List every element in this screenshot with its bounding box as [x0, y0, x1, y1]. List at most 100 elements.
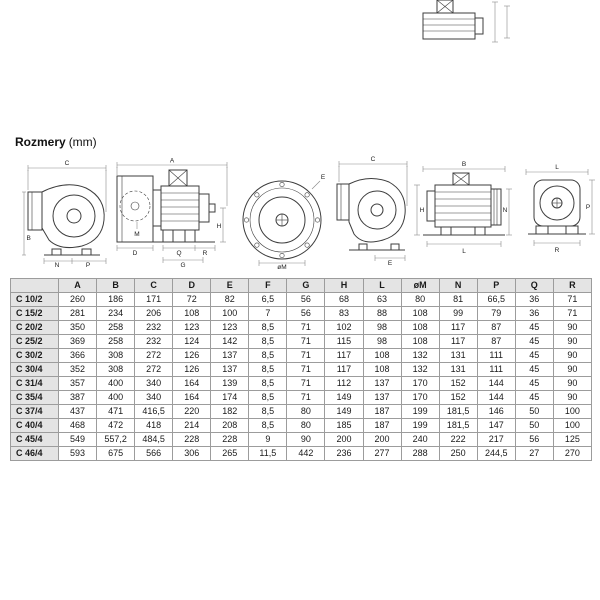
table-cell: 98 [362, 334, 402, 349]
dim-label-r: R [555, 247, 560, 254]
table-cell: 126 [172, 348, 212, 363]
table-header-cell [10, 278, 59, 293]
fan-side-view-drawing-1: C B N P [22, 160, 107, 268]
table-cell: 200 [362, 432, 402, 447]
table-cell: 50 [514, 418, 554, 433]
table-cell: 90 [286, 432, 326, 447]
table-cell: 170 [400, 390, 440, 405]
table-cell: 149 [324, 404, 364, 419]
table-cell: 484,5 [134, 432, 174, 447]
table-cell: 111 [476, 362, 516, 377]
table-cell: 45 [514, 320, 554, 335]
table-cell: 8,5 [248, 404, 288, 419]
table-cell: 566 [134, 446, 174, 461]
table-cell: 181,5 [438, 418, 478, 433]
table-cell: 100 [552, 404, 593, 419]
table-cell: 146 [476, 404, 516, 419]
table-cell: 45 [514, 348, 554, 363]
dim-label-om: øM [277, 264, 286, 270]
dimensions-table-wrap: A B C D E F G H L øM N P Q R C 10/2 260 … [10, 278, 593, 461]
table-cell: 36 [514, 292, 554, 307]
table-cell: 123 [172, 320, 212, 335]
table-cell: 171 [134, 292, 174, 307]
table-header-cell: H [324, 278, 364, 293]
partial-motor-top-drawing [422, 0, 510, 43]
table-cell: 182 [210, 404, 250, 419]
table-header-cell: C [134, 278, 174, 293]
dim-label-h: H [420, 207, 425, 214]
table-cell: 144 [476, 376, 516, 391]
table-cell: 258 [96, 320, 136, 335]
table-cell: 108 [362, 362, 402, 377]
table-cell: 79 [476, 306, 516, 321]
dim-label-l: L [462, 248, 466, 255]
table-cell: 90 [552, 376, 593, 391]
table-header-cell: Q [514, 278, 554, 293]
table-cell: 117 [438, 320, 478, 335]
table-cell: 222 [438, 432, 478, 447]
dim-label-r: R [203, 250, 208, 257]
table-cell: 164 [172, 390, 212, 405]
table-cell: 102 [324, 320, 364, 335]
table-cell: 250 [438, 446, 478, 461]
table-cell: 6,5 [248, 292, 288, 307]
table-cell: 112 [324, 376, 364, 391]
table-cell: 675 [96, 446, 136, 461]
table-cell: 308 [96, 348, 136, 363]
table-cell: 117 [324, 348, 364, 363]
dim-label-m: M [134, 231, 139, 238]
table-cell: 174 [210, 390, 250, 405]
table-cell: 232 [134, 320, 174, 335]
table-cell: 185 [324, 418, 364, 433]
table-header-cell: B [96, 278, 136, 293]
table-cell: 350 [57, 320, 98, 335]
table-cell: 82 [210, 292, 250, 307]
table-header-cell: D [172, 278, 212, 293]
table-cell: 400 [96, 390, 136, 405]
table-cell: 131 [438, 362, 478, 377]
motor-end-view-drawing: L P R [525, 164, 595, 254]
table-cell: 152 [438, 376, 478, 391]
motor-side-view-drawing: B H N L [414, 161, 512, 255]
dim-label-b: B [27, 235, 31, 242]
table-cell: 270 [552, 446, 593, 461]
table-cell: 8,5 [248, 348, 288, 363]
table-cell: 142 [210, 334, 250, 349]
table-cell: 81 [438, 292, 478, 307]
table-cell: 265 [210, 446, 250, 461]
table-header-cell: L [362, 278, 402, 293]
table-cell: 258 [96, 334, 136, 349]
table-cell: 8,5 [248, 376, 288, 391]
table-cell: 147 [476, 418, 516, 433]
table-cell: 236 [324, 446, 364, 461]
table-cell: 71 [286, 334, 326, 349]
table-header-cell: F [248, 278, 288, 293]
table-cell: 137 [362, 390, 402, 405]
table-cell: 71 [286, 376, 326, 391]
table-cell: 99 [438, 306, 478, 321]
dim-label-a: A [170, 158, 175, 165]
table-cell: 557,2 [96, 432, 136, 447]
table-cell: 308 [96, 362, 136, 377]
table-cell: 90 [552, 362, 593, 377]
table-cell: 132 [400, 362, 440, 377]
table-row: C 45/4 549 557,2 484,5 228 228 9 90 200 … [10, 432, 593, 447]
title-unit: (mm) [68, 135, 97, 149]
table-cell: 8,5 [248, 320, 288, 335]
table-cell: 137 [210, 362, 250, 377]
table-cell: 125 [552, 432, 593, 447]
table-cell: 240 [400, 432, 440, 447]
table-cell: 100 [210, 306, 250, 321]
table-cell: 232 [134, 334, 174, 349]
table-cell: 45 [514, 362, 554, 377]
dim-label-e: E [388, 260, 393, 267]
table-header-cell: N [438, 278, 478, 293]
dim-label-c: C [65, 160, 70, 167]
table-row: C 37/4 437 471 416,5 220 182 8,5 80 149 … [10, 404, 593, 419]
model-cell: C 15/2 [10, 306, 59, 321]
model-cell: C 45/4 [10, 432, 59, 447]
table-header-cell: A [57, 278, 98, 293]
table-cell: 83 [324, 306, 364, 321]
table-header-cell: R [552, 278, 593, 293]
table-cell: 71 [286, 320, 326, 335]
